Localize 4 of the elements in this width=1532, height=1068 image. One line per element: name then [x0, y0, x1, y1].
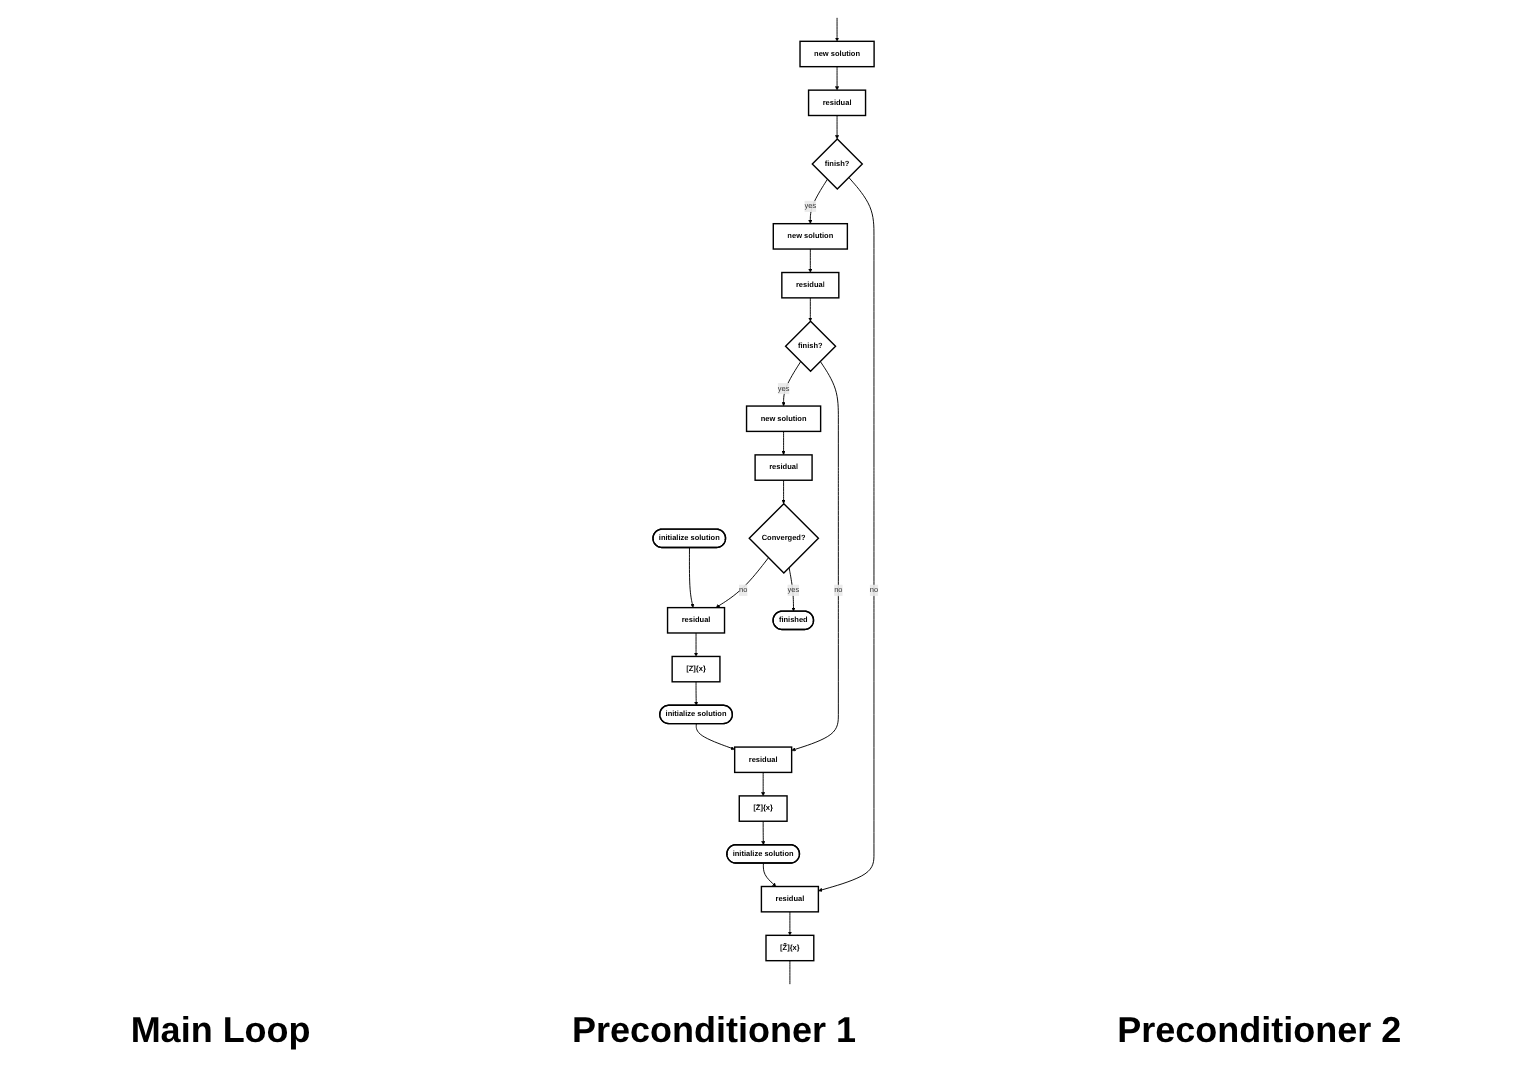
column-caption: Preconditioner 2	[1117, 1010, 1402, 1052]
connector	[789, 960, 791, 985]
column-caption: Main Loop	[130, 1010, 311, 1052]
column-caption: Preconditioner 1	[571, 1010, 856, 1052]
